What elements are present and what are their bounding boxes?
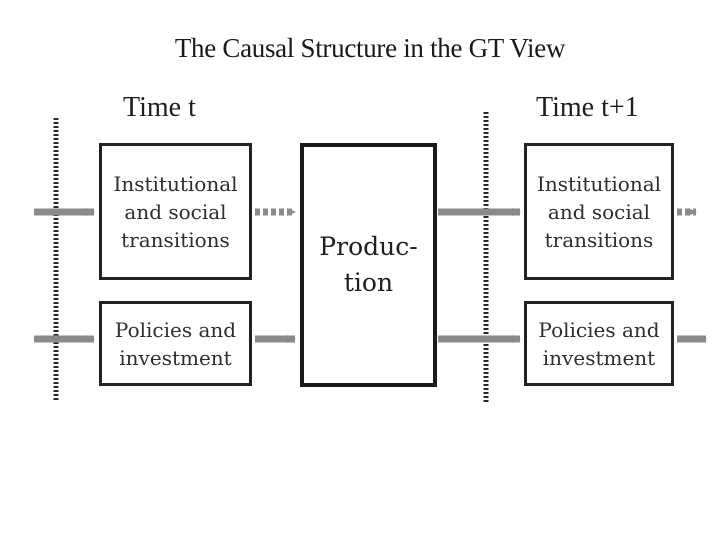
institutional-transitions-t-box: Institutional and social transitions <box>99 143 252 280</box>
institutional-transitions-t1-box: Institutional and social transitions <box>524 143 674 280</box>
time-t1-label: Time t+1 <box>536 92 639 123</box>
policies-investment-t1-box: Policies and investment <box>524 301 674 386</box>
policies-investment-t1-label: Policies and investment <box>538 317 660 370</box>
production-label: Produc- tion <box>319 232 418 297</box>
policies-investment-t-box: Policies and investment <box>99 301 252 386</box>
diagram-title: The Causal Structure in the GT View <box>174 33 566 63</box>
institutional-transitions-t1-label: Institutional and social transitions <box>536 171 662 252</box>
policies-investment-t-label: Policies and investment <box>114 317 237 370</box>
time-t-label: Time t <box>123 92 196 123</box>
production-box: Produc- tion <box>300 143 437 387</box>
institutional-transitions-t-label: Institutional and social transitions <box>113 171 238 252</box>
